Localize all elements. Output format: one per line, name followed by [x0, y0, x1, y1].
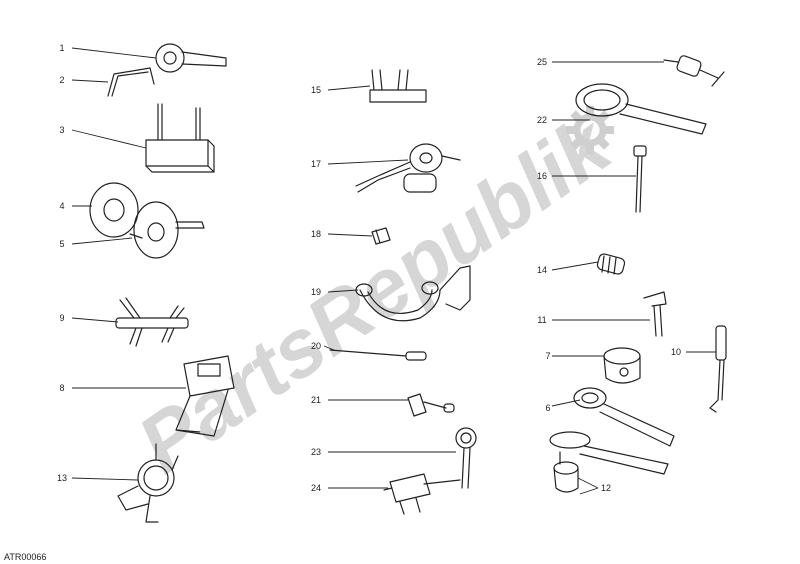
callout-label: 21: [311, 395, 321, 405]
callout-label: 1: [59, 43, 64, 53]
tool-2: [107, 67, 155, 97]
callout-label: 9: [59, 313, 64, 323]
callout-label: 19: [311, 287, 321, 297]
callout-label: 6: [545, 403, 550, 413]
callout-label: 24: [311, 483, 321, 493]
callout-label: 12: [601, 483, 611, 493]
tool-19: [355, 265, 471, 322]
tool-7: [603, 347, 641, 384]
tool-21: [407, 393, 455, 417]
tool-24: [383, 473, 461, 515]
callout-label: 25: [537, 57, 547, 67]
callout-label: 20: [311, 341, 321, 351]
callout-label: 15: [311, 85, 321, 95]
callout-label: 23: [311, 447, 321, 457]
callout-label: 17: [311, 159, 321, 169]
callout-label: 4: [59, 201, 64, 211]
callout-label: 18: [311, 229, 321, 239]
callout-label: 5: [59, 239, 64, 249]
callout-label: 14: [537, 265, 547, 275]
tool-3: [145, 103, 215, 173]
callout-label: 16: [537, 171, 547, 181]
reference-code: ATR00066: [4, 552, 46, 562]
tool-5: [129, 201, 205, 259]
tool-13: [117, 443, 179, 523]
callout-label: 13: [57, 473, 67, 483]
tool-25: [663, 55, 725, 87]
tool-17: [355, 143, 461, 193]
tool-18: [371, 227, 391, 245]
callout-label: 3: [59, 125, 64, 135]
tool-23: [455, 427, 477, 489]
callout-label: 10: [671, 347, 681, 357]
callout-label: 8: [59, 383, 64, 393]
tool-22: [575, 83, 707, 135]
tool-20: [329, 349, 427, 361]
tool-16: [633, 145, 647, 213]
callout-label: 22: [537, 115, 547, 125]
callout-label: 7: [545, 351, 550, 361]
tool-12: [549, 431, 669, 493]
callout-label: 11: [537, 315, 546, 325]
leader-lines: [71, 47, 716, 495]
tool-4: [89, 182, 139, 238]
tool-11: [643, 291, 667, 337]
tool-1: [155, 43, 227, 73]
callout-labels: 1 2 3 4 5 9 8 13 15 17 18 19 20 21 23 24…: [57, 43, 681, 493]
tool-9: [115, 297, 189, 347]
tool-8: [175, 355, 235, 437]
callout-label: 2: [59, 75, 64, 85]
tool-10: [709, 325, 727, 413]
tool-15: [369, 69, 427, 103]
tool-14: [596, 253, 626, 275]
tool-6: [573, 387, 675, 447]
